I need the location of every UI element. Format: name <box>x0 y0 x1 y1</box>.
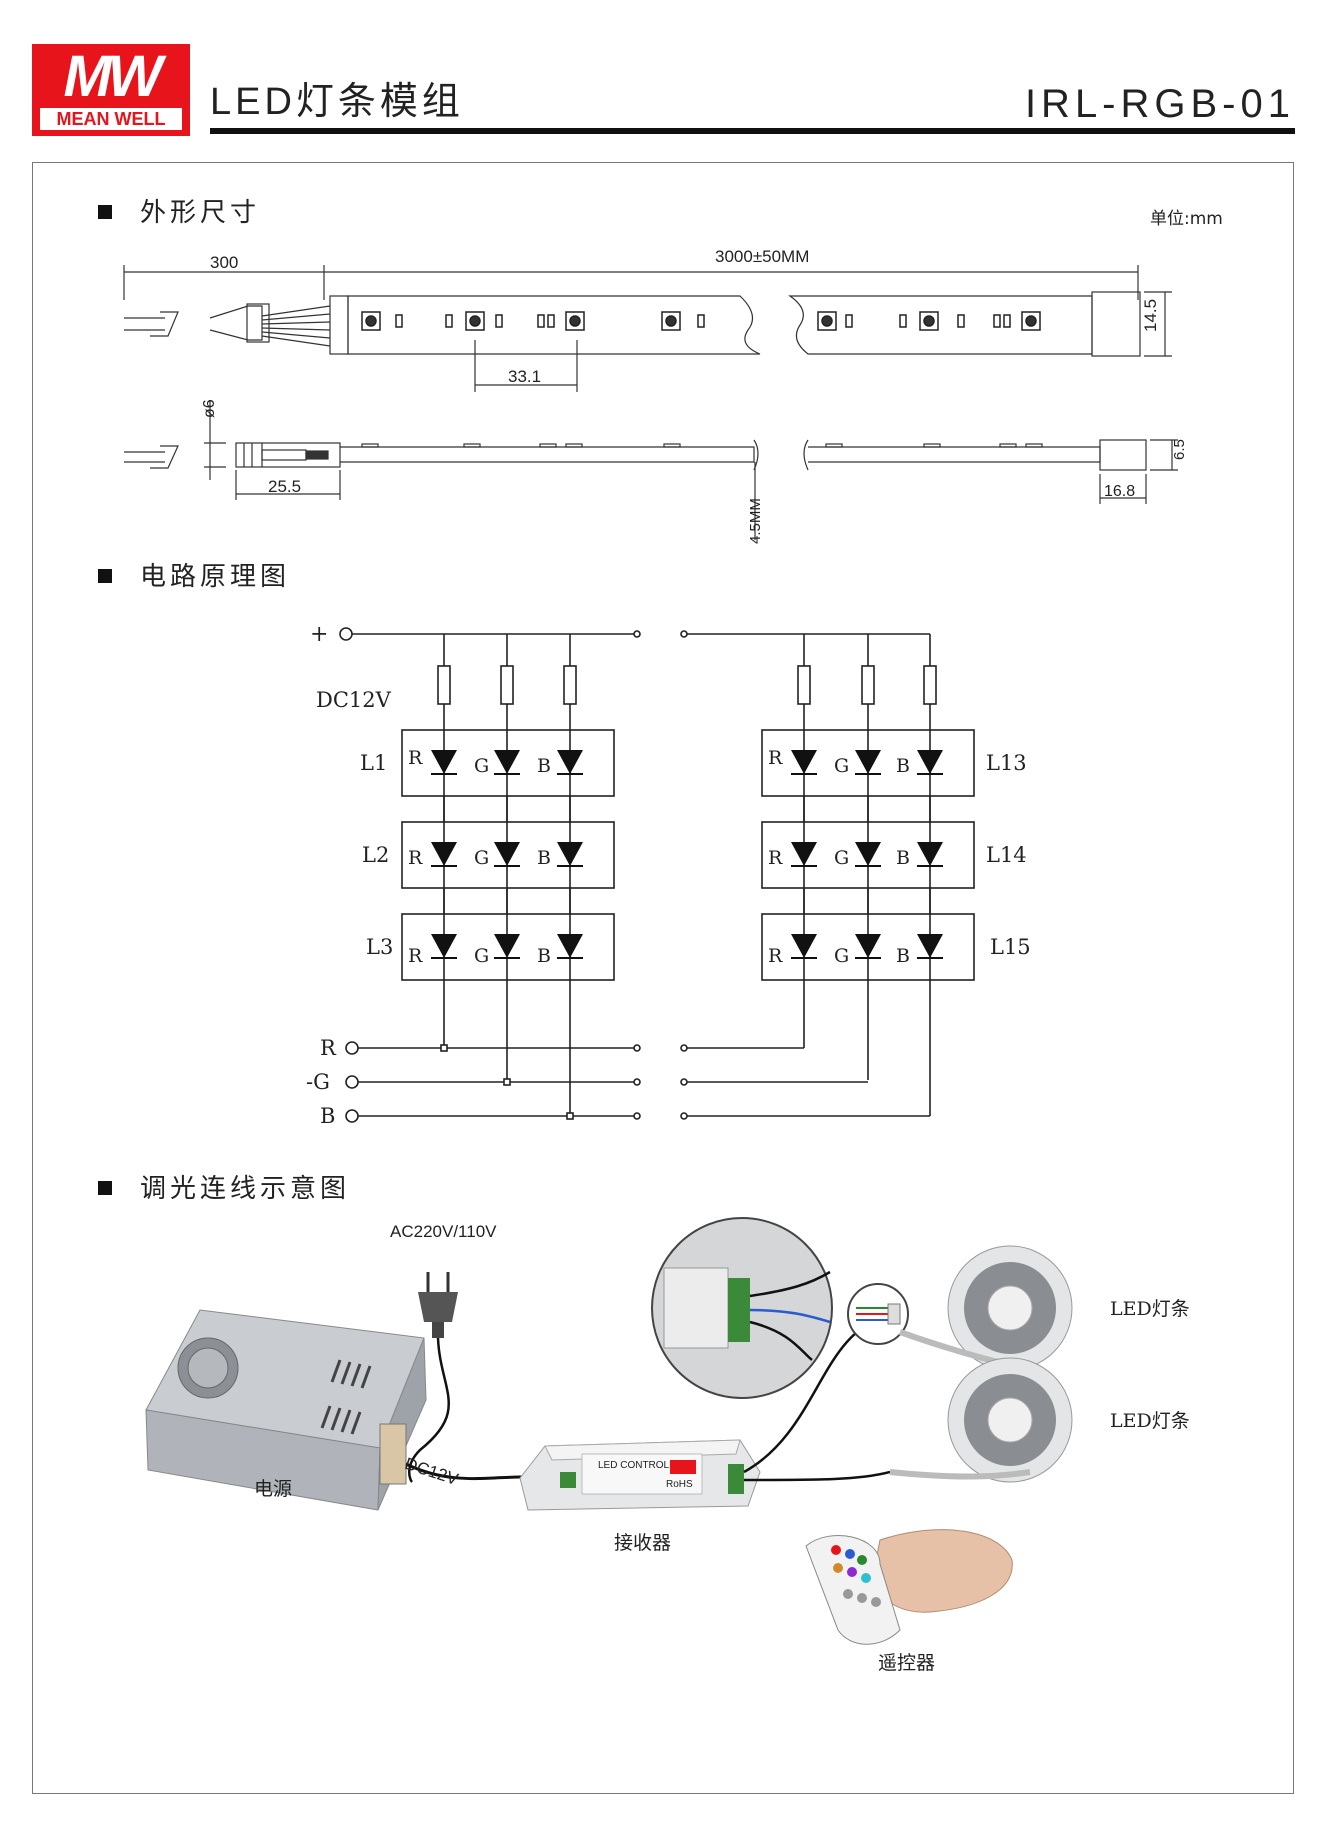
row-label-l13: L13 <box>986 751 1027 775</box>
row-label-l3: L3 <box>366 935 393 959</box>
led-color-b: B <box>896 847 910 869</box>
meanwell-logo: MW MEAN WELL <box>32 44 190 136</box>
led-color-g: G <box>834 847 849 869</box>
page-title: LED灯条模组 <box>210 81 464 123</box>
output-g: -G <box>306 1070 330 1094</box>
led-color-r: R <box>768 945 783 967</box>
output-b: B <box>320 1104 335 1128</box>
dim-end-length: 16.8 <box>1104 483 1135 500</box>
receiver-label: 接收器 <box>614 1532 672 1554</box>
model-number: IRL-RGB-01 <box>1024 82 1295 126</box>
led-color-g: G <box>474 847 489 869</box>
led-color-b: B <box>896 755 910 777</box>
led-color-g: G <box>834 945 849 967</box>
dim-width: 14.5 <box>1141 299 1160 332</box>
dim-strip-length: 3000±50MM <box>715 247 809 266</box>
controller-rohs: RoHS <box>666 1479 693 1490</box>
content-frame <box>32 162 1294 1794</box>
dim-diameter: ø6 <box>201 399 218 418</box>
row-label-l14: L14 <box>986 843 1027 867</box>
circuit-supply: DC12V <box>316 688 392 712</box>
circuit-diagram: + DC12V L1 L2 L3 L13 L14 L15 R G B R G B… <box>306 622 1031 1128</box>
section-heading-circuit: 电路原理图 <box>98 562 290 592</box>
dim-end-height: 6.5 <box>1171 439 1188 460</box>
dim-lead-length: 300 <box>210 253 238 272</box>
dim-thickness: 4.5MM <box>747 498 764 544</box>
terminal-zoom-inset <box>651 1217 833 1399</box>
led-color-b: B <box>537 847 551 869</box>
led-color-r: R <box>408 847 423 869</box>
led-color-r: R <box>408 945 423 967</box>
dimension-drawing: 300 3000±50MM 33.1 14.5 ø6 25.5 4.5MM 6.… <box>123 247 1188 544</box>
led-color-b: B <box>896 945 910 967</box>
row-label-l2: L2 <box>362 843 389 867</box>
dim-led-pitch: 33.1 <box>508 367 541 386</box>
logo-text: MEAN WELL <box>56 109 166 129</box>
led-strip-label-2: LED灯条 <box>1110 1410 1190 1432</box>
led-color-r: R <box>408 747 423 769</box>
led-color-b: B <box>537 755 551 777</box>
power-supply-label: 电源 <box>254 1478 293 1500</box>
dim-plug-length: 25.5 <box>268 477 301 496</box>
title-rule <box>210 128 1295 134</box>
power-supply-illustration <box>145 1309 427 1511</box>
unit-label: 单位:mm <box>1150 209 1223 229</box>
strip-leds <box>361 311 1041 331</box>
led-color-r: R <box>768 747 783 769</box>
logo-mark: MW <box>63 44 162 109</box>
ac-input-label: AC220V/110V <box>390 1222 497 1241</box>
row-label-l15: L15 <box>990 935 1031 959</box>
led-color-r: R <box>768 847 783 869</box>
led-color-g: G <box>474 945 489 967</box>
output-r: R <box>320 1036 337 1060</box>
led-color-g: G <box>834 755 849 777</box>
section-heading-wiring: 调光连线示意图 <box>98 1174 350 1204</box>
row-label-l1: L1 <box>360 751 387 775</box>
logo-text-box <box>40 108 182 130</box>
led-color-b: B <box>537 945 551 967</box>
circuit-plus: + <box>310 622 328 647</box>
wiring-diagram: LED CONTROLLER RoHS <box>145 1217 1073 1645</box>
receiver-illustration: LED CONTROLLER RoHS <box>519 1439 761 1511</box>
remote-label: 遥控器 <box>878 1652 936 1674</box>
led-reel-2 <box>889 1357 1073 1483</box>
section-heading-dimensions: 外形尺寸 <box>98 198 260 228</box>
led-reel-1 <box>898 1245 1073 1371</box>
connector-zoom-inset <box>847 1283 909 1345</box>
controller-title: LED CONTROLLER <box>598 1460 689 1471</box>
led-strip-label-1: LED灯条 <box>1110 1298 1190 1320</box>
remote-illustration <box>805 1529 1013 1645</box>
ac-plug-icon <box>418 1272 458 1338</box>
led-color-g: G <box>474 755 489 777</box>
